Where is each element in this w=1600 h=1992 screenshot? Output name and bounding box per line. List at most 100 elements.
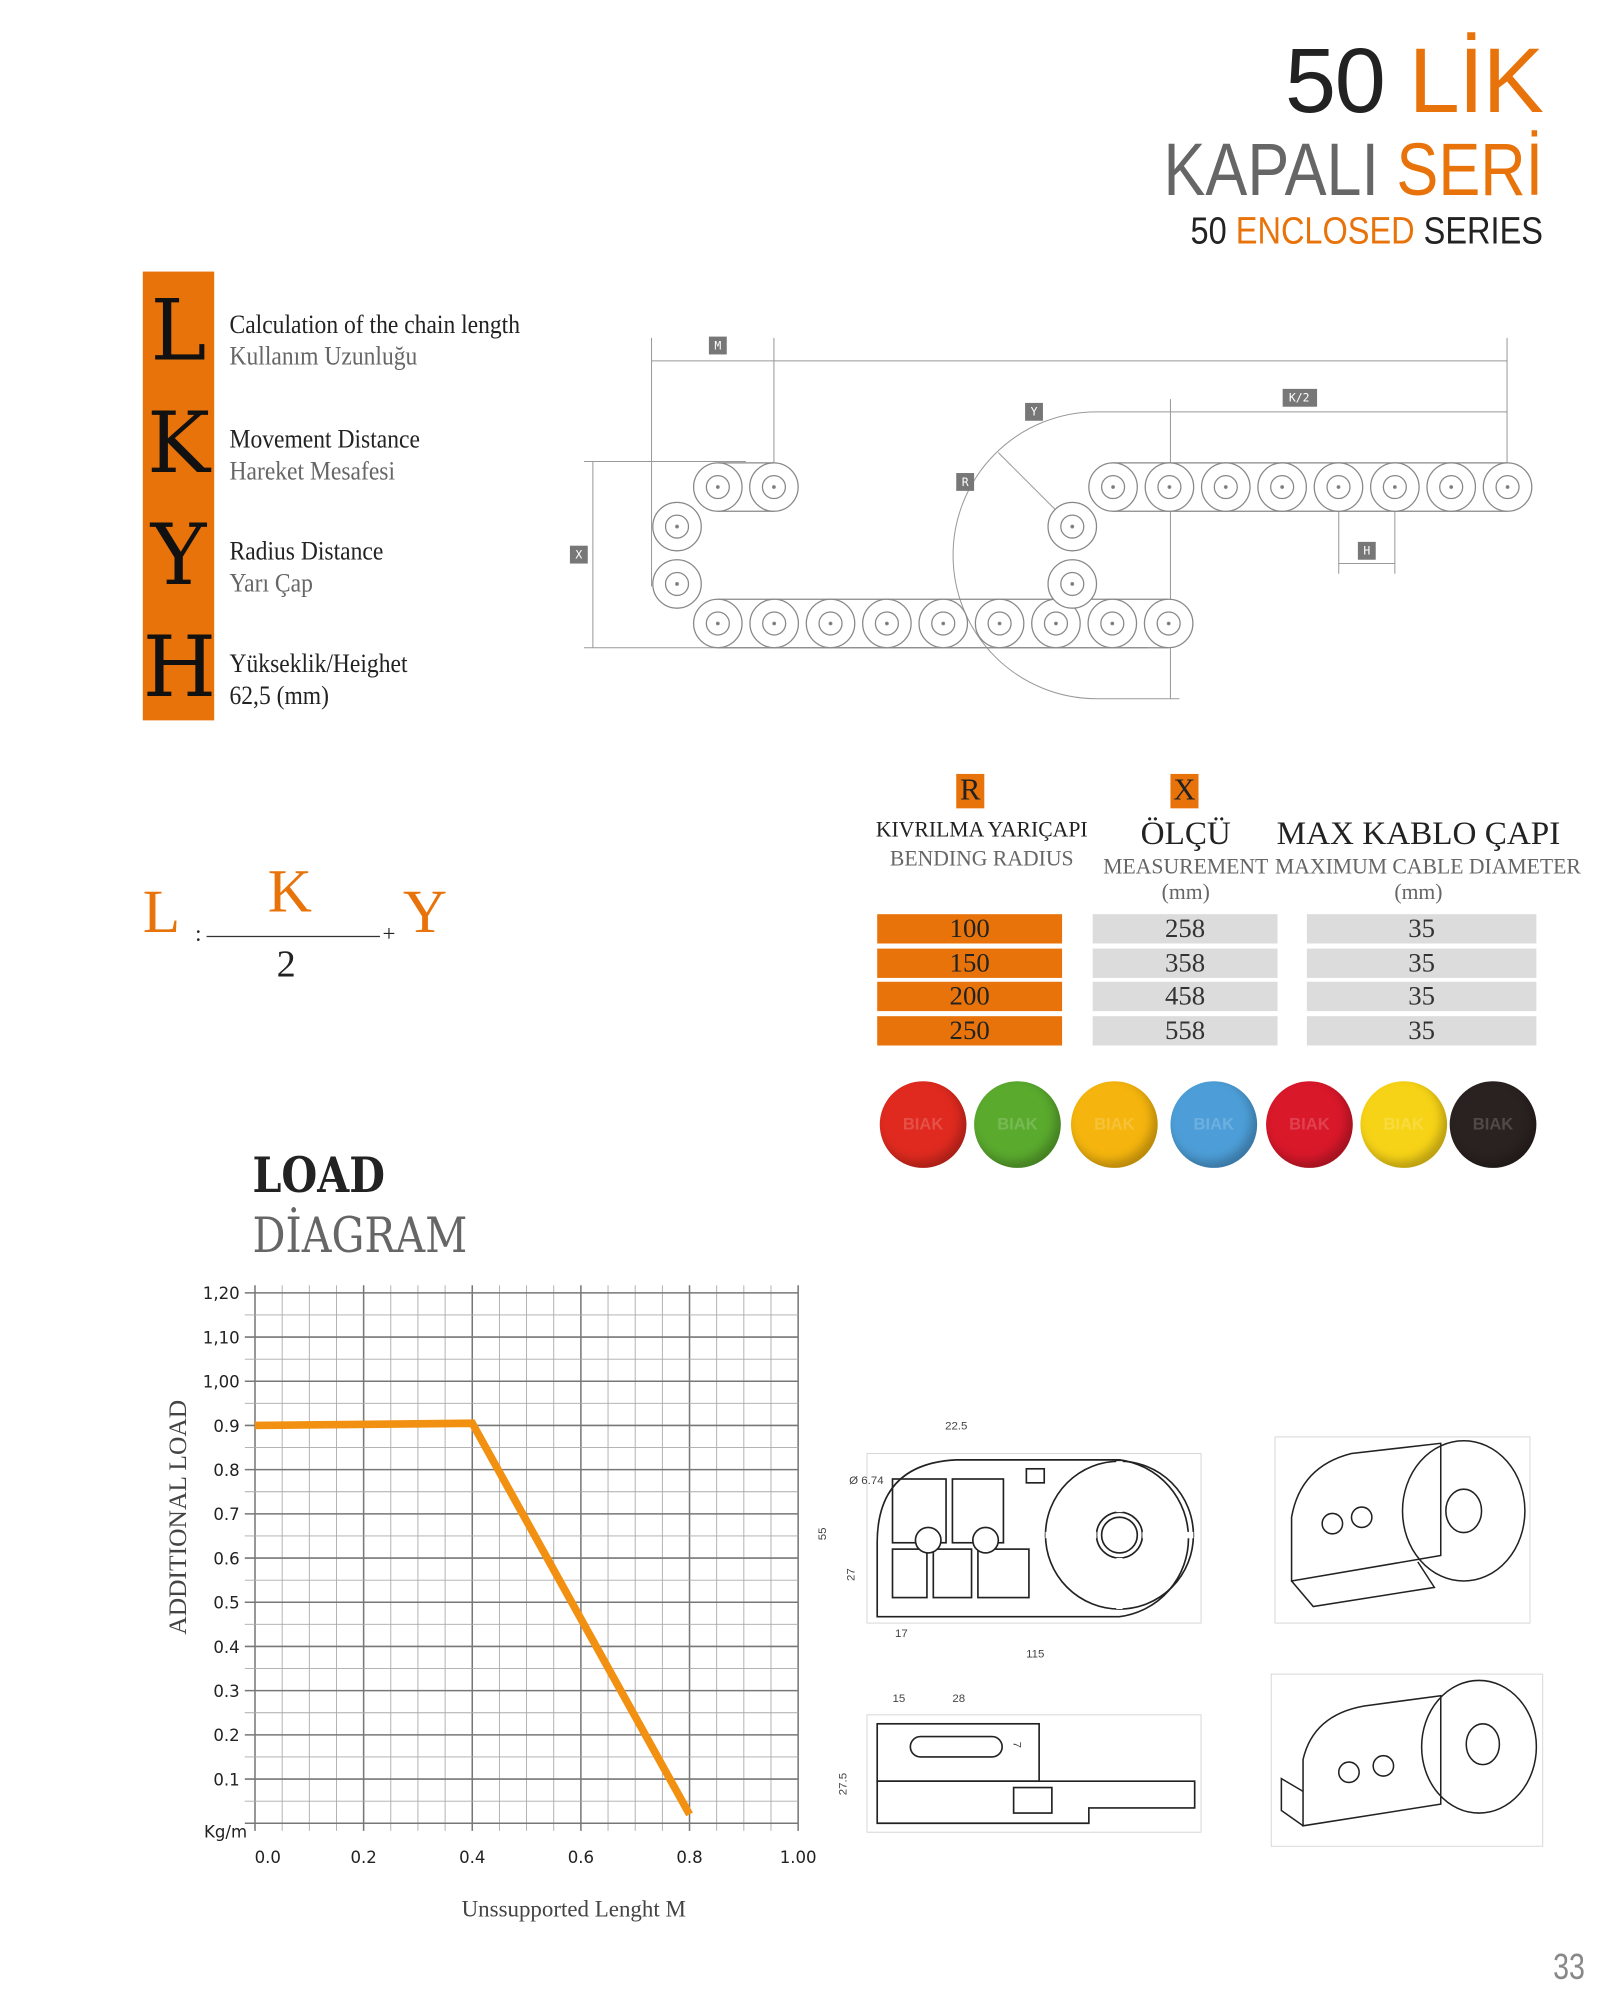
- dim-27: 27: [845, 1568, 857, 1581]
- letter-k: K: [147, 393, 210, 493]
- color-swatch: BIAK: [1266, 1081, 1353, 1168]
- col3-unit: (mm): [1394, 879, 1443, 904]
- y-tick-label: 0.1: [213, 1770, 239, 1789]
- measurement-cell: 358: [1092, 948, 1278, 978]
- col2-header-tr: ÖLÇÜ: [1140, 814, 1231, 852]
- x-tick-label: 0.8: [676, 1848, 702, 1867]
- color-swatch: BIAK: [1360, 1081, 1448, 1168]
- label-h: H: [1363, 544, 1370, 558]
- dim-7: 7: [1011, 1742, 1023, 1748]
- isometric-view-2: [1270, 1673, 1544, 1847]
- col1-header-tr: KIVRILMA YARIÇAPI: [875, 817, 1088, 842]
- title-kapali: KAPALI: [1163, 128, 1379, 212]
- y-axis-label: ADDITIONAL LOAD: [163, 1400, 192, 1635]
- title-seri: SERİ: [1396, 128, 1543, 212]
- title-number: 50: [1284, 30, 1386, 133]
- label-x: X: [575, 547, 582, 561]
- x-axis-label: Unssupported Lenght M: [462, 1896, 686, 1921]
- legend-letter-bar: L K Y H: [142, 271, 217, 721]
- col3-header-en: MAXIMUM CABLE DIAMETER: [1275, 854, 1581, 879]
- isometric-view-1: [1274, 1436, 1531, 1624]
- page-number: 33: [1553, 1946, 1585, 1987]
- formula-plus: +: [382, 920, 396, 947]
- load-series-line: [254, 1419, 693, 1817]
- load-title: LOAD: [252, 1146, 385, 1204]
- y-tick-label: 0.8: [213, 1461, 239, 1480]
- formula-colon: :: [195, 920, 202, 947]
- legend-y-en: Radius Distance: [229, 535, 384, 567]
- x-tick-label: 0.0: [255, 1848, 281, 1867]
- y-tick-label: 0.4: [213, 1638, 239, 1657]
- diagram-title: DİAGRAM: [252, 1207, 468, 1264]
- title-lik: LİK: [1408, 30, 1544, 133]
- legend-k-en: Movement Distance: [229, 423, 420, 454]
- sub-series: SERIES: [1423, 210, 1543, 253]
- bending-radius-cell: 200: [877, 982, 1063, 1012]
- cable-diameter-cell: 35: [1306, 914, 1537, 944]
- dim-28: 28: [952, 1693, 965, 1705]
- y-tick-label: 0.6: [213, 1549, 239, 1568]
- dim-diameter: Ø 6.74: [849, 1475, 884, 1487]
- legend-k-tr: Hareket Mesafesi: [229, 455, 396, 486]
- color-swatch: BIAK: [1449, 1081, 1537, 1168]
- bending-radius-cell: 150: [877, 948, 1063, 978]
- formula-k: K: [267, 858, 312, 926]
- r-badge: R: [956, 773, 985, 809]
- y-tick-label: 0.2: [213, 1726, 239, 1745]
- legend-l-tr: Kullanım Uzunluğu: [229, 340, 418, 372]
- sub-50: 50: [1190, 210, 1227, 253]
- dim-17: 17: [895, 1628, 908, 1640]
- bending-radius-cell: 250: [877, 1016, 1063, 1046]
- cable-diameter-cell: 35: [1306, 982, 1537, 1012]
- dim-22-5: 22.5: [945, 1420, 967, 1432]
- measurement-cell: 258: [1092, 914, 1278, 944]
- dim-55: 55: [817, 1527, 829, 1540]
- col1-header-en: BENDING RADIUS: [889, 846, 1074, 871]
- label-r: R: [962, 475, 969, 489]
- x-tick-label: 0.4: [459, 1848, 485, 1867]
- letter-l: L: [150, 281, 207, 380]
- col3-header-tr: MAX KABLO ÇAPI: [1276, 814, 1561, 852]
- legend-y-tr: Yarı Çap: [229, 567, 313, 598]
- y-tick-label: 1,00: [203, 1373, 240, 1392]
- x-badge: X: [1170, 773, 1199, 809]
- label-k2: K/2: [1289, 391, 1310, 405]
- x-tick-label: 0.2: [350, 1848, 376, 1867]
- bending-radius-cell: 100: [877, 914, 1063, 944]
- subtitle-enclosed-series: 50 ENCLOSED SERIES: [1190, 210, 1543, 253]
- fraction-line: [206, 935, 380, 938]
- title-kapali-seri: KAPALI SERİ: [1163, 133, 1543, 208]
- letter-y: Y: [150, 506, 207, 605]
- y-tick-label: 0.3: [213, 1682, 239, 1701]
- legend-h-tr: 62,5 (mm): [229, 679, 329, 711]
- legend-l-en: Calculation of the chain length: [229, 308, 521, 340]
- formula-y: Y: [402, 878, 448, 947]
- formula-2: 2: [276, 943, 296, 986]
- col2-header-en: MEASUREMENT: [1103, 854, 1269, 879]
- color-swatch: BIAK: [1071, 1081, 1158, 1168]
- dim-115: 115: [1026, 1649, 1044, 1661]
- cable-diameter-cell: 35: [1306, 1016, 1537, 1046]
- measurement-cell: 458: [1092, 982, 1278, 1012]
- label-m: M: [714, 338, 721, 352]
- y-tick-label: 0.7: [213, 1505, 239, 1524]
- col2-unit: (mm): [1161, 879, 1210, 904]
- sub-enclosed: ENCLOSED: [1235, 210, 1415, 253]
- x-tick-label: 1.00: [780, 1848, 817, 1867]
- color-swatch: BIAK: [879, 1081, 967, 1168]
- x-tick-label: 0.6: [568, 1848, 594, 1867]
- color-swatch: BIAK: [1170, 1081, 1258, 1168]
- y-tick-label: 0.9: [213, 1417, 239, 1436]
- y-tick-label: 1,10: [203, 1328, 240, 1347]
- cable-diameter-cell: 35: [1306, 948, 1537, 978]
- y-tick-label: 0.5: [213, 1594, 239, 1613]
- measurement-cell: 558: [1092, 1016, 1278, 1046]
- color-swatch: BIAK: [974, 1081, 1061, 1168]
- letter-h: H: [142, 618, 217, 717]
